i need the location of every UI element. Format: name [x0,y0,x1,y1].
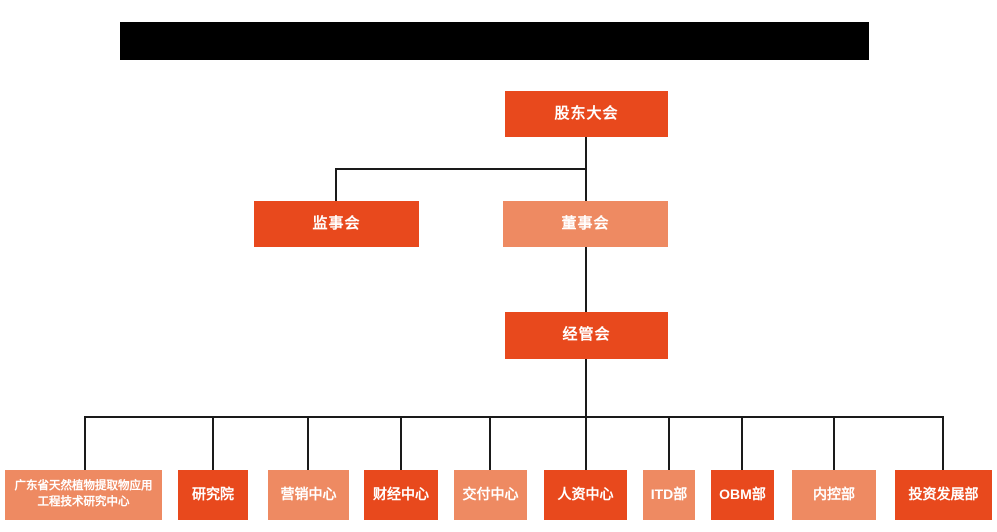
connector-to-supervisory [335,168,337,201]
connector-stub-dept-3 [307,416,309,470]
node-investment-development-department: 投资发展部 [895,470,992,520]
connector-stub-dept-5 [489,416,491,470]
connector-departments-bus [84,416,944,418]
connector-stub-dept-10 [942,416,944,470]
connector-stub-dept-9 [833,416,835,470]
connector-stub-dept-1 [84,416,86,470]
node-research-center: 广东省天然植物提取物应用工程技术研究中心 [5,470,162,520]
connector-management-to-bus [585,359,587,416]
node-supervisory-board: 监事会 [254,201,419,247]
connector-stub-dept-2 [212,416,214,470]
node-marketing-center: 营销中心 [268,470,349,520]
connector-stub-dept-8 [741,416,743,470]
node-research-institute: 研究院 [178,470,248,520]
node-management-committee: 经管会 [505,312,668,359]
node-internal-control-department: 内控部 [792,470,876,520]
connector-stub-dept-4 [400,416,402,470]
node-board-of-directors: 董事会 [503,201,668,247]
node-itd-department: ITD部 [643,470,695,520]
node-obm-department: OBM部 [711,470,774,520]
node-shareholders-meeting: 股东大会 [505,91,668,137]
connector-stub-dept-7 [668,416,670,470]
connector-stub-dept-6 [585,416,587,470]
connector-board-to-management [585,247,587,312]
node-hr-center: 人资中心 [544,470,627,520]
redacted-title-bar [120,22,869,60]
node-delivery-center: 交付中心 [454,470,527,520]
node-finance-center: 财经中心 [364,470,438,520]
connector-branch-supervisory [335,168,587,170]
